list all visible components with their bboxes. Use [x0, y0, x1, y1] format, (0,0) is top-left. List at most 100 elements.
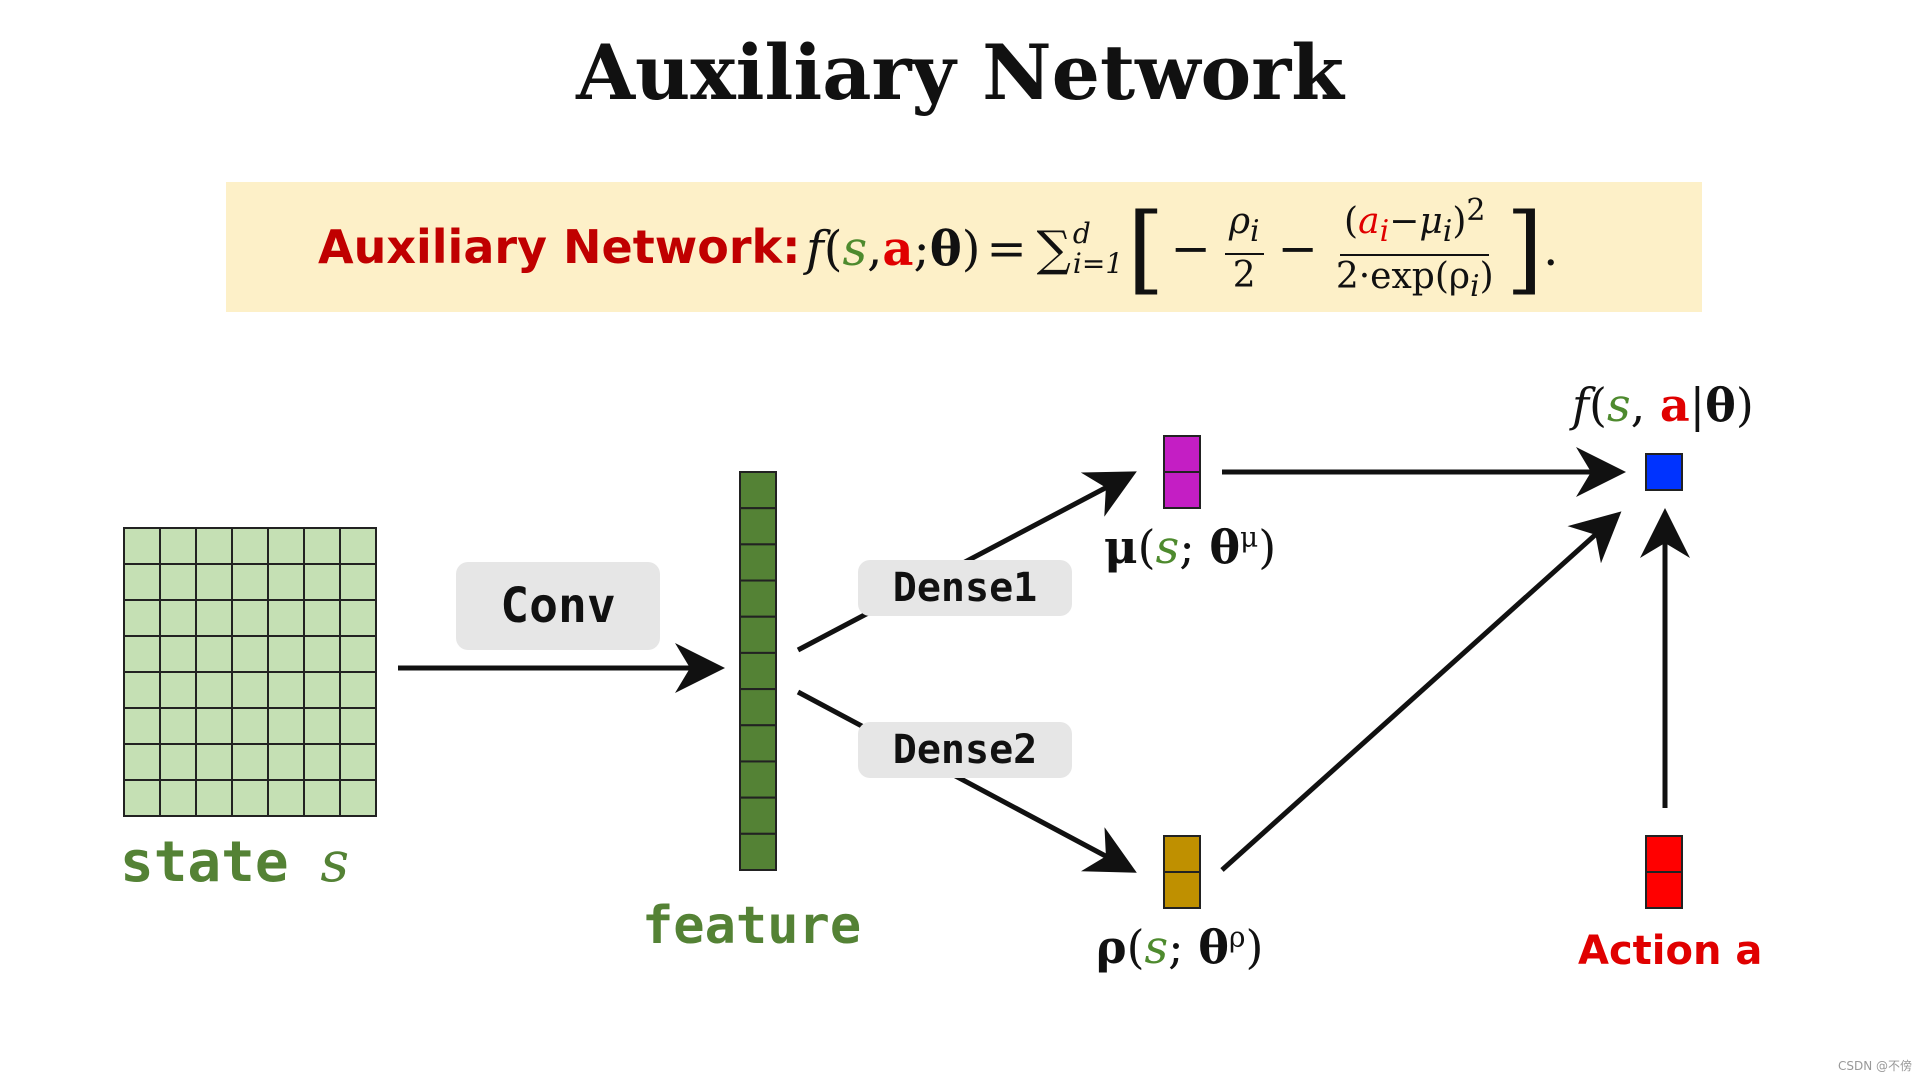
sum-lower: i=1	[1072, 247, 1124, 280]
state-grid-cell	[303, 671, 341, 709]
formula: f ( s , a ; θ ) = ∑ d i=1 [ − ρi 2 − (ai…	[806, 193, 1558, 305]
formula-lbracket: [	[1127, 193, 1165, 305]
frac2-den-sub: i	[1470, 268, 1480, 304]
state-grid-cell	[303, 599, 341, 637]
state-var: s	[320, 830, 350, 895]
feature-cell	[739, 579, 777, 618]
rho-theta: θ	[1198, 920, 1229, 974]
output-theta: θ	[1705, 378, 1736, 432]
state-grid-cell	[267, 635, 305, 673]
state-grid-cell	[267, 707, 305, 745]
formula-close-paren: )	[961, 221, 981, 277]
rho-vector	[1163, 835, 1201, 909]
frac2-denominator: 2·exp(ρi)	[1332, 256, 1498, 308]
state-grid-cell	[303, 779, 341, 817]
sum-upper: d	[1072, 217, 1091, 250]
state-grid-cell	[339, 599, 377, 637]
state-grid-cell	[159, 671, 197, 709]
mu-vector	[1163, 435, 1201, 509]
feature-cell	[739, 832, 777, 871]
formula-minus-1: −	[1170, 221, 1211, 277]
state-grid-cell	[231, 779, 269, 817]
formula-box: Auxiliary Network: f ( s , a ; θ ) = ∑ d…	[226, 182, 1702, 312]
state-grid-cell	[123, 743, 161, 781]
watermark: CSDN @不傍	[1837, 1059, 1912, 1073]
state-grid-cell	[123, 563, 161, 601]
formula-minus-2: −	[1277, 221, 1318, 277]
formula-semicolon: ;	[913, 221, 930, 277]
frac2-mu: −μ	[1389, 201, 1443, 243]
frac2-a-sub: i	[1379, 214, 1390, 250]
state-grid-cell	[159, 707, 197, 745]
dense2-label: Dense2	[892, 727, 1038, 773]
mu-cell	[1163, 471, 1201, 509]
rho-s: s	[1144, 920, 1169, 974]
output-label: f(s, a|θ)	[1572, 378, 1754, 432]
feature-cell	[739, 688, 777, 727]
page-title: Auxiliary Network	[576, 28, 1344, 117]
frac1-numerator: ρi	[1224, 200, 1264, 256]
frac2-close: )	[1452, 201, 1467, 243]
state-grid-cell	[267, 779, 305, 817]
rho-label: ρ(s; θρ)	[1096, 920, 1264, 974]
state-grid-cell	[123, 779, 161, 817]
state-word: state	[120, 830, 289, 895]
action-label: Action a	[1578, 928, 1763, 974]
frac1-denominator: 2	[1232, 255, 1256, 297]
frac2-den-pre: 2·exp(ρ	[1335, 255, 1471, 297]
state-grid-cell	[339, 563, 377, 601]
feature-cell	[739, 724, 777, 763]
state-grid-cell	[159, 527, 197, 565]
state-grid-cell	[195, 527, 233, 565]
feature-cell	[739, 760, 777, 799]
state-grid-cell	[159, 599, 197, 637]
state-grid-cell	[339, 635, 377, 673]
state-grid-cell	[303, 635, 341, 673]
state-grid-cell	[159, 779, 197, 817]
mu-s: s	[1155, 520, 1180, 574]
state-grid-cell	[303, 527, 341, 565]
output-s: s	[1606, 378, 1631, 432]
mu-label: μ(s; θμ)	[1104, 520, 1277, 574]
conv-label: Conv	[500, 578, 616, 634]
formula-a: a	[882, 221, 914, 277]
dense1-label: Dense1	[892, 565, 1038, 611]
output-vector	[1645, 453, 1683, 491]
rho-cell	[1163, 871, 1201, 909]
action-cell	[1645, 871, 1683, 909]
feature-cell	[739, 471, 777, 510]
state-grid-cell	[231, 743, 269, 781]
state-grid-cell	[159, 563, 197, 601]
formula-label: Auxiliary Network:	[318, 220, 801, 274]
output-a: a	[1659, 378, 1690, 432]
action-vector	[1645, 835, 1683, 909]
output-f: f	[1572, 378, 1590, 432]
arrow-rho-to-output	[1220, 511, 1622, 872]
feature-cell	[739, 507, 777, 546]
arrow-feature-to-rho	[796, 689, 1137, 873]
state-grid-cell	[123, 671, 161, 709]
formula-rbracket: ]	[1505, 193, 1544, 305]
mu-sup: μ	[1240, 520, 1259, 554]
state-grid-cell	[267, 563, 305, 601]
state-grid	[123, 527, 377, 817]
state-grid-cell	[195, 671, 233, 709]
formula-frac-2: (ai−μi)2 2·exp(ρi)	[1332, 190, 1498, 307]
state-grid-cell	[303, 563, 341, 601]
state-grid-cell	[267, 527, 305, 565]
formula-comma: ,	[867, 221, 883, 277]
frac1-rho: ρ	[1228, 200, 1250, 242]
frac2-open: (	[1344, 201, 1359, 243]
state-label: state s	[120, 830, 349, 895]
state-grid-cell	[195, 707, 233, 745]
formula-theta: θ	[929, 221, 962, 277]
state-grid-cell	[231, 635, 269, 673]
state-grid-cell	[195, 563, 233, 601]
formula-f: f	[806, 221, 824, 277]
state-grid-cell	[339, 707, 377, 745]
sum-limits: d i=1	[1073, 219, 1123, 279]
state-grid-cell	[159, 743, 197, 781]
feature-cell	[739, 796, 777, 835]
frac2-mu-sub: i	[1442, 214, 1453, 250]
